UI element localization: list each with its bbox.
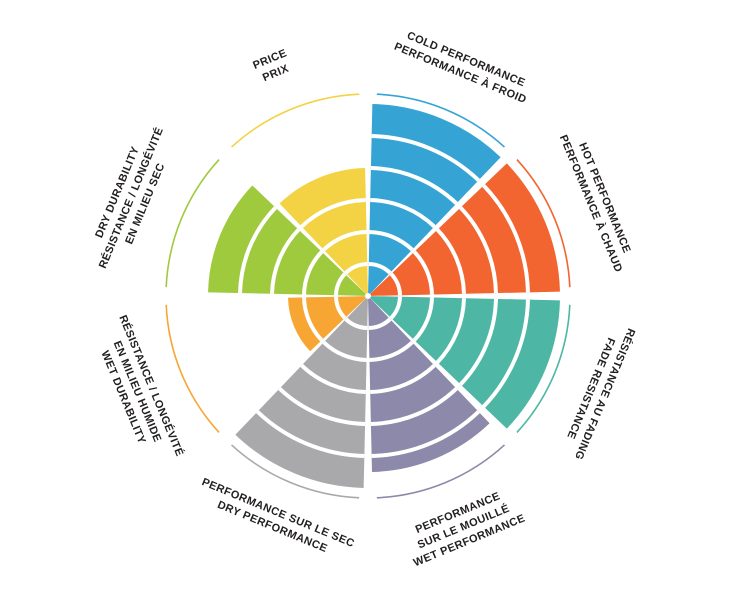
sector-wedges	[208, 104, 560, 488]
label-wet-durability: RÉSISTANCE / LONGÉVITÉEN MILIEU HUMIDEWE…	[89, 313, 187, 470]
outer-arc-dry-durability	[165, 158, 220, 288]
ring-divider-hot-performance-2	[412, 250, 434, 295]
label-hot-performance: HOT PERFORMANCEPERFORMANCE À CHAUD	[557, 128, 638, 275]
wedge-dry-performance	[235, 298, 368, 488]
outer-arc-wet-durability	[165, 304, 220, 434]
ring-divider-price-1	[344, 262, 368, 275]
ring-divider-fade-resistance-3	[435, 298, 466, 364]
ring-divider-cold-performance-2	[369, 230, 414, 252]
ring-dividers	[238, 134, 530, 458]
wedge-dry-durability	[208, 185, 366, 296]
outer-arc-hot-performance	[516, 158, 571, 288]
ring-divider-fade-resistance-1	[389, 296, 402, 320]
ring-divider-cold-performance-3	[370, 198, 436, 229]
ring-divider-hot-performance-3	[435, 228, 466, 294]
ring-divider-wet-performance-3	[370, 363, 436, 394]
outer-arc-dry-performance	[230, 444, 360, 499]
label-fade-resistance: RÉSISTANCE AU FADINGFADE RESISTANCE	[558, 321, 638, 462]
wedge-price	[279, 168, 368, 294]
outer-arc-fade-resistance	[516, 304, 571, 434]
outer-arc-wet-performance	[376, 444, 506, 499]
ring-divider-hot-performance-1	[389, 272, 402, 296]
ring-divider-wet-performance-1	[368, 317, 392, 330]
ring-divider-wet-performance-5	[371, 410, 480, 458]
wedge-cold-performance	[368, 104, 501, 294]
ring-divider-cold-performance-1	[368, 262, 392, 275]
label-dry-performance: PERFORMANCE SUR LE SECDRY PERFORMANCE	[194, 476, 356, 564]
ring-divider-dry-performance-1	[344, 317, 368, 330]
ring-divider-fade-resistance-4	[459, 298, 498, 386]
ring-divider-dry-durability-1	[334, 272, 347, 296]
ring-divider-wet-durability-1	[334, 296, 347, 320]
ring-divider-wet-durability-2	[302, 297, 324, 342]
ring-divider-dry-durability-2	[302, 250, 324, 295]
ring-divider-dry-durability-3	[270, 228, 301, 294]
ring-divider-wet-performance-2	[369, 340, 414, 362]
ring-divider-wet-performance-4	[370, 387, 458, 426]
ring-divider-cold-performance-5	[371, 134, 480, 182]
label-dry-durability: DRY DURABILITYRÉSISTANCE / LONGÉVITÉEN M…	[83, 120, 180, 276]
ring-divider-dry-durability-4	[238, 206, 277, 294]
outer-arc-price	[230, 93, 360, 148]
wedge-fade-resistance	[370, 296, 560, 429]
ring-divider-fade-resistance-5	[482, 299, 530, 408]
outer-reference-arcs	[165, 93, 571, 499]
label-price: PRICEPRIX	[251, 47, 294, 86]
ring-divider-dry-performance-3	[300, 363, 366, 394]
ring-divider-dry-performance-2	[322, 340, 367, 362]
label-cold-performance: COLD PERFORMANCEPERFORMANCE À FROID	[392, 27, 534, 106]
ring-divider-fade-resistance-2	[412, 297, 434, 342]
ring-divider-dry-performance-5	[256, 410, 365, 458]
ring-divider-dry-performance-4	[278, 387, 366, 426]
ring-divider-hot-performance-5	[482, 184, 530, 293]
ring-divider-price-3	[300, 198, 366, 229]
ring-divider-price-2	[322, 230, 367, 252]
ring-divider-cold-performance-4	[370, 166, 458, 205]
ring-divider-hot-performance-4	[459, 206, 498, 294]
wedge-hot-performance	[370, 163, 560, 296]
outer-arc-cold-performance	[376, 93, 506, 148]
label-wet-performance: PERFORMANCESUR LE MOUILLÉWET PERFORMANCE	[400, 485, 527, 570]
